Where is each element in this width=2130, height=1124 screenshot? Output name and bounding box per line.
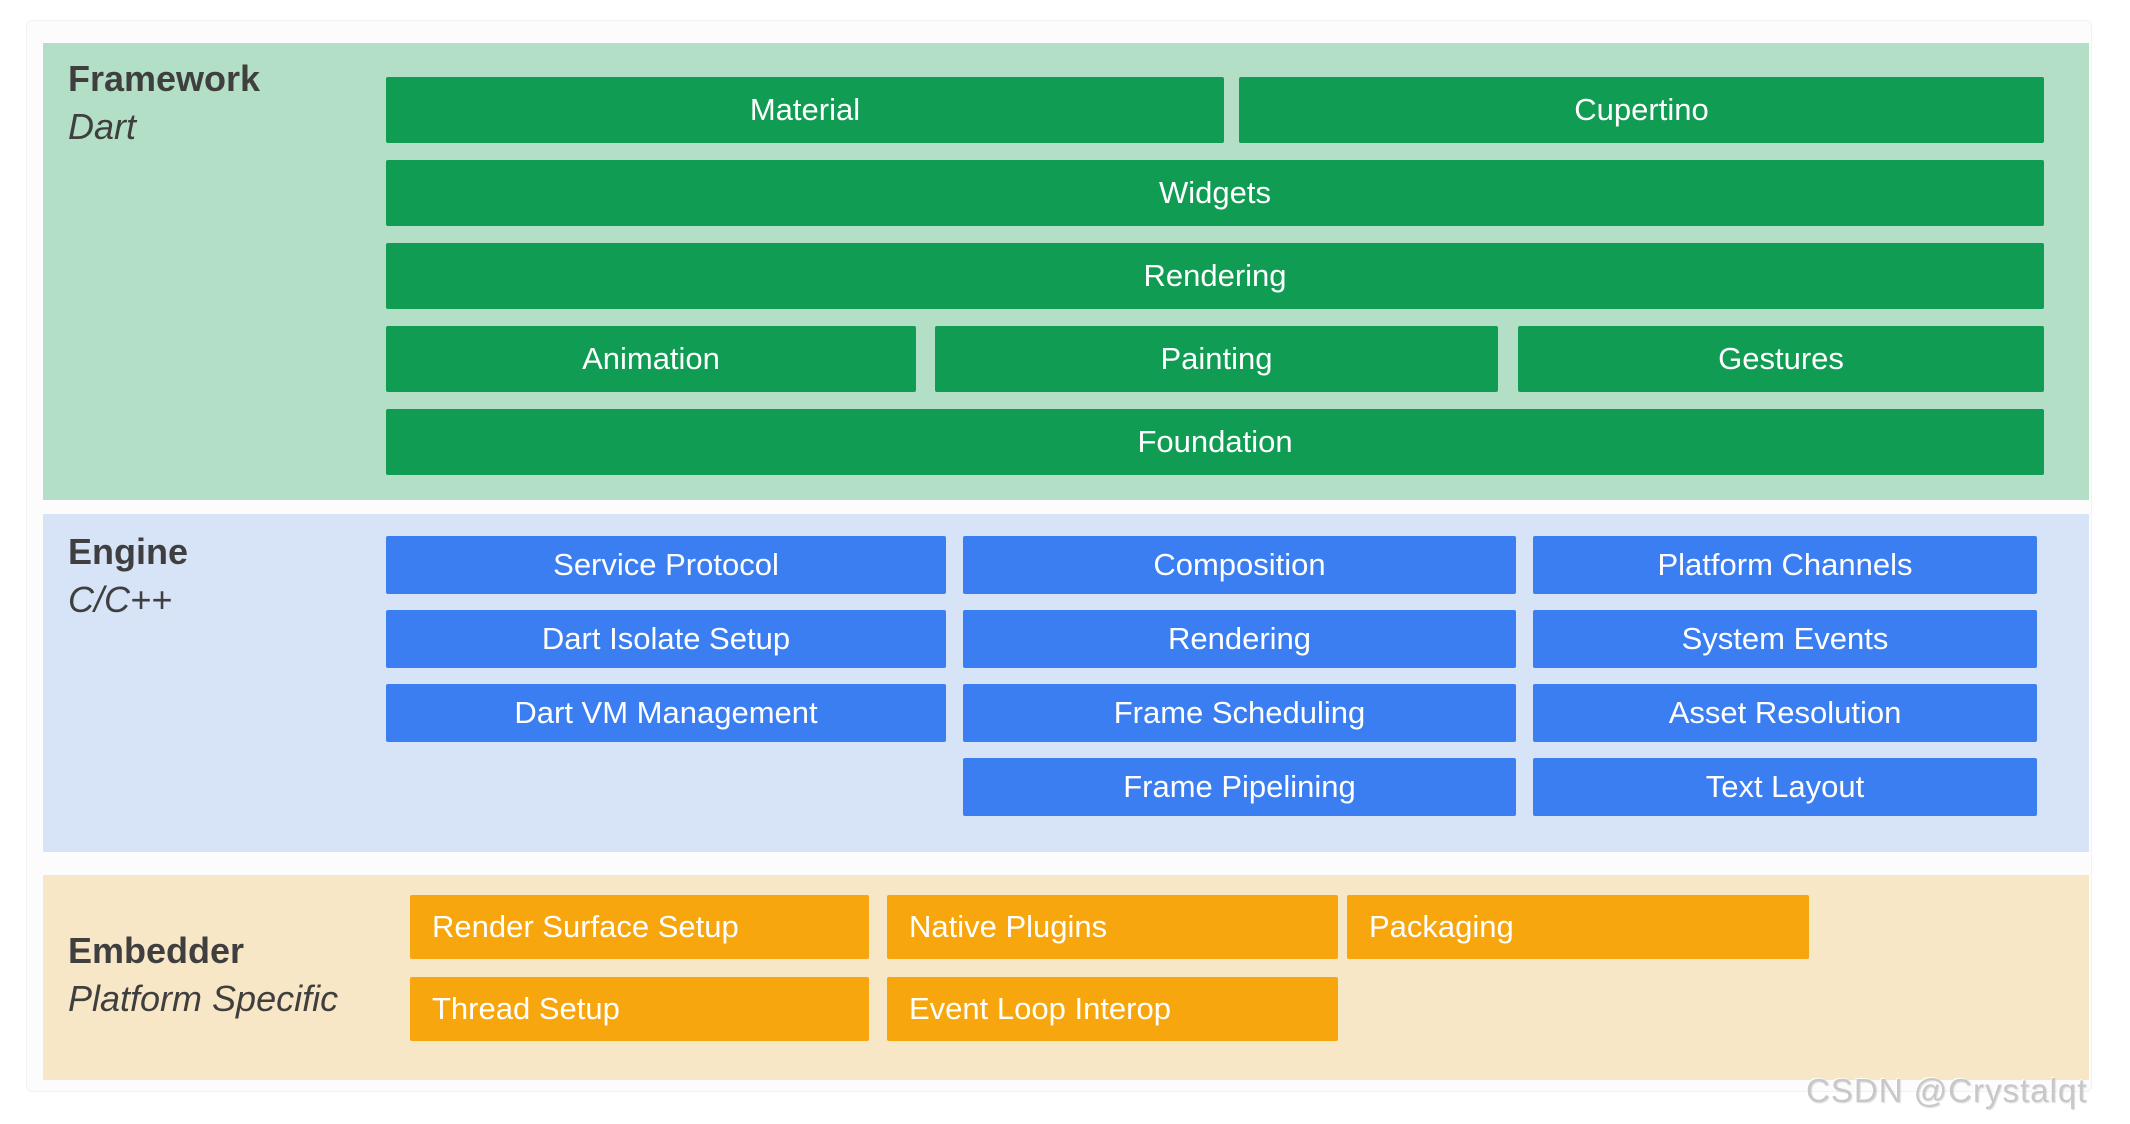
bar-widgets: Widgets [386,160,2044,226]
framework-subtitle: Dart [68,106,137,148]
framework-layer: Framework Dart Material Cupertino Widget… [43,43,2089,500]
bar-rendering-framework: Rendering [386,243,2044,309]
embedder-title: Embedder [68,930,245,971]
csdn-watermark: CSDN @Crystalqt [1806,1072,2088,1109]
engine-label: Engine C/C++ [68,528,188,624]
bar-packaging: Packaging [1347,895,1809,959]
bar-frame-scheduling: Frame Scheduling [963,684,1516,742]
bar-service-protocol: Service Protocol [386,536,946,594]
bar-frame-pipelining: Frame Pipelining [963,758,1516,816]
bar-foundation: Foundation [386,409,2044,475]
engine-layer: Engine C/C++ Service Protocol Dart Isola… [43,514,2089,852]
embedder-subtitle: Platform Specific [68,978,339,1020]
bar-dart-isolate-setup: Dart Isolate Setup [386,610,946,668]
engine-subtitle: C/C++ [68,579,173,621]
embedder-layer: Embedder Platform Specific Render Surfac… [43,875,2089,1080]
bar-thread-setup: Thread Setup [410,977,869,1041]
bar-composition: Composition [963,536,1516,594]
bar-platform-channels: Platform Channels [1533,536,2037,594]
bar-animation: Animation [386,326,916,392]
framework-title: Framework [68,58,261,99]
bar-gestures: Gestures [1518,326,2044,392]
bar-native-plugins: Native Plugins [887,895,1338,959]
bar-painting: Painting [935,326,1498,392]
bar-render-surface-setup: Render Surface Setup [410,895,869,959]
bar-dart-vm-management: Dart VM Management [386,684,946,742]
bar-material: Material [386,77,1224,143]
bar-system-events: System Events [1533,610,2037,668]
bar-text-layout: Text Layout [1533,758,2037,816]
bar-cupertino: Cupertino [1239,77,2044,143]
bar-event-loop-interop: Event Loop Interop [887,977,1338,1041]
framework-label: Framework Dart [68,55,260,151]
embedder-label: Embedder Platform Specific [68,927,338,1023]
bar-rendering-engine: Rendering [963,610,1516,668]
bar-asset-resolution: Asset Resolution [1533,684,2037,742]
engine-title: Engine [68,531,189,572]
